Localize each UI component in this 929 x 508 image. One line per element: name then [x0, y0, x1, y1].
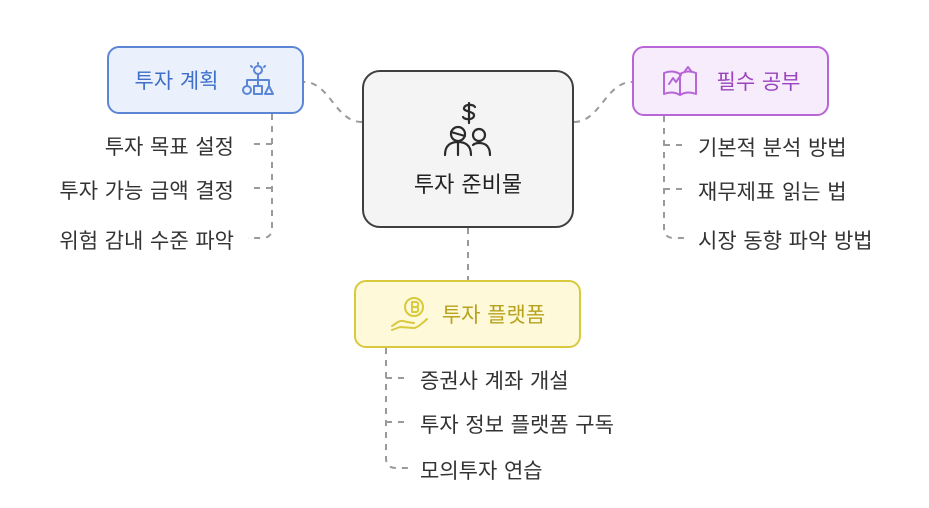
branch-plan-label: 투자 계획 [134, 69, 219, 93]
branch-study[interactable]: 필수 공부 [632, 46, 829, 116]
plan-item-amount: 투자 가능 금액 결정 [59, 179, 234, 203]
investor-icon [443, 101, 492, 157]
open-book-icon [662, 66, 697, 96]
plan-structure-icon [242, 62, 275, 95]
study-item-financials: 재무제표 읽는 법 [698, 180, 847, 204]
platform-item-subscription: 투자 정보 플랫폼 구독 [420, 413, 614, 437]
platform-item-account: 증권사 계좌 개설 [420, 369, 569, 393]
study-item-analysis: 기본적 분석 방법 [698, 136, 847, 160]
study-item-market: 시장 동향 파악 방법 [698, 229, 873, 253]
branch-platform-label: 투자 플랫폼 [441, 303, 546, 327]
branch-plan[interactable]: 투자 계획 [107, 46, 304, 114]
plan-item-goal: 투자 목표 설정 [104, 135, 234, 159]
platform-item-paper-trading: 모의투자 연습 [420, 459, 543, 483]
branch-platform[interactable]: 투자 플랫폼 [354, 280, 581, 348]
coin-hand-icon [390, 297, 428, 331]
branch-study-label: 필수 공부 [716, 70, 801, 94]
plan-item-risk: 위험 감내 수준 파악 [59, 229, 234, 253]
center-label: 투자 준비물 [413, 173, 523, 198]
center-node[interactable]: 투자 준비물 [362, 70, 574, 228]
